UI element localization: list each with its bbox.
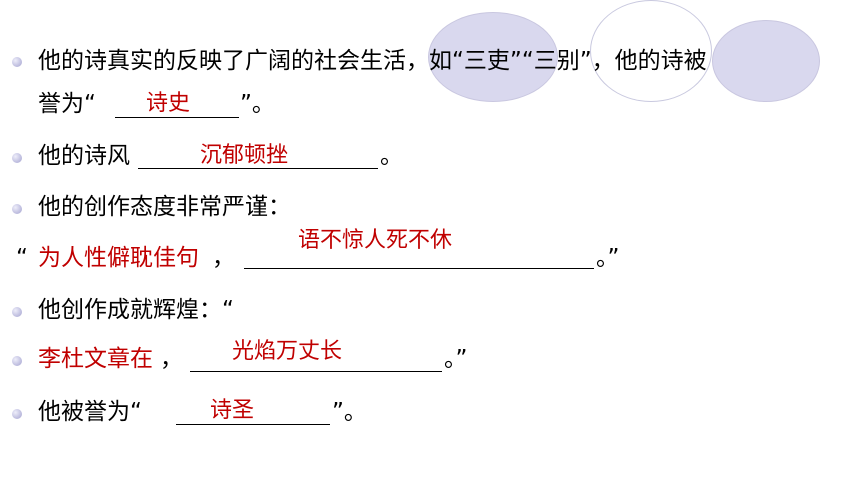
text-line-7-suffix: 。” — [444, 346, 468, 372]
text-line-7-red: 李杜文章在 — [38, 346, 153, 372]
blank-3 — [244, 268, 594, 269]
blank-5 — [176, 424, 330, 425]
answer-5: 诗圣 — [210, 398, 255, 423]
text-line-5-suffix: 。” — [596, 245, 620, 271]
text-line-8-suffix: ”。 — [332, 399, 367, 425]
answer-4: 光焰万丈长 — [232, 339, 343, 364]
text-line-2-suffix: ”。 — [240, 91, 275, 117]
text-line-3-prefix: 他的诗风 — [38, 143, 130, 169]
decor-circle-3 — [712, 20, 820, 102]
answer-2: 沉郁顿挫 — [200, 143, 289, 168]
text-line-3-suffix: 。 — [380, 143, 403, 169]
bullet-icon — [12, 356, 22, 366]
answer-3: 语不惊人死不休 — [298, 228, 453, 253]
text-line-2-prefix: 誉为“ — [38, 91, 96, 117]
text-line-5-red: 为人性僻耽佳句 — [38, 245, 199, 271]
text-line-1: 他的诗真实的反映了广阔的社会生活，如“三吏”“三别”，他的诗被 — [38, 48, 707, 74]
bullet-icon — [12, 204, 22, 214]
bullet-icon — [12, 153, 22, 163]
blank-1 — [115, 117, 239, 118]
decor-circle-1 — [428, 12, 558, 102]
bullet-icon — [12, 57, 22, 67]
text-line-8-prefix: 他被誉为“ — [38, 399, 142, 425]
bullet-icon — [12, 307, 22, 317]
decor-circle-2 — [590, 0, 712, 102]
bullet-icon — [12, 409, 22, 419]
text-line-6: 他创作成就辉煌：“ — [38, 297, 234, 323]
text-line-7-comma: ， — [160, 346, 183, 372]
blank-2 — [138, 168, 378, 169]
text-line-5-open-quote: “ — [16, 245, 28, 271]
answer-1: 诗史 — [146, 91, 191, 116]
text-line-4: 他的创作态度非常严谨： — [38, 194, 291, 220]
blank-4 — [190, 371, 442, 372]
text-line-5-comma: ， — [212, 245, 235, 271]
